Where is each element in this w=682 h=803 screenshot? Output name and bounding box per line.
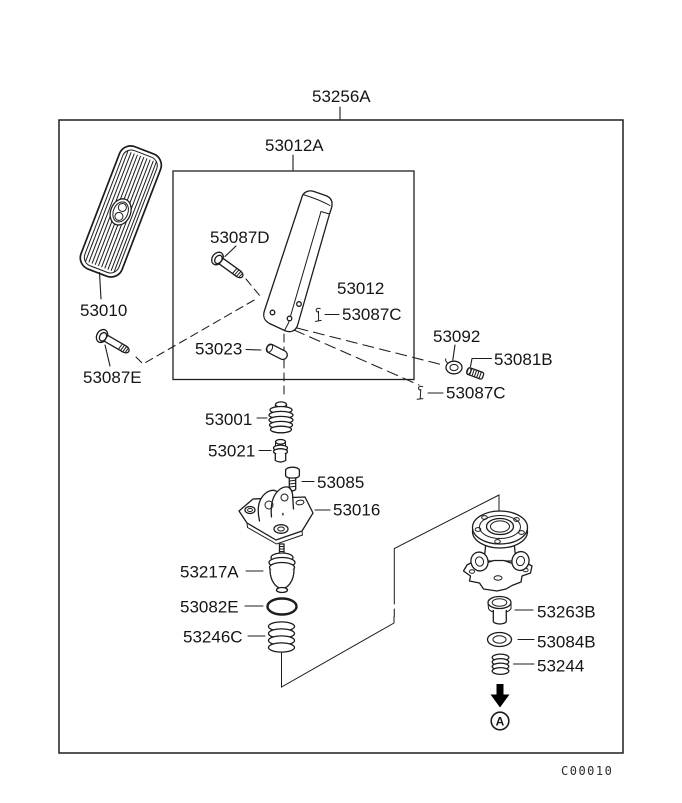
drawing-code: C00010 (561, 764, 613, 778)
valve-assembly-drawing (245, 543, 296, 594)
label-o-ring: 53082E (180, 598, 239, 617)
label-plunger: 53021 (208, 442, 255, 461)
large-spring-drawing (247, 621, 296, 653)
plunger-drawing (258, 438, 289, 463)
label-valve-assembly: 53217A (180, 563, 239, 582)
label-pedal-pad: 53010 (80, 301, 127, 320)
detail-marker-circle (490, 711, 510, 731)
pedal-clip-lower-drawing (416, 385, 444, 401)
bracket-drawing (238, 486, 331, 545)
washer-drawing (486, 631, 535, 648)
label-subassembly: 53012A (265, 136, 324, 155)
pedal-bolt-drawing (208, 245, 248, 283)
label-bracket: 53016 (333, 501, 380, 520)
label-tapping-screw: 53081B (494, 350, 553, 369)
outer-boundary-box (58, 119, 624, 754)
label-large-spring: 53246C (183, 628, 243, 647)
label-bolt: 53085 (317, 473, 364, 492)
pad-bolt-drawing (93, 326, 133, 367)
o-ring-drawing (244, 597, 298, 616)
bolt-drawing (284, 466, 315, 492)
pedal-clip-upper-drawing (315, 307, 340, 322)
label-pedal-arm: 53012 (337, 279, 384, 298)
label-small-spring: 53244 (537, 657, 584, 676)
down-arrow-icon (490, 684, 510, 708)
label-bushing: 53263B (537, 603, 596, 622)
tapping-screw-drawing (466, 357, 493, 380)
pedal-arm-drawing (263, 190, 333, 333)
label-pedal-clip-upper: 53087C (342, 305, 402, 324)
boot-drawing (256, 401, 294, 434)
detail-marker-letter: A (496, 715, 505, 729)
label-pad-bolt: 53087E (83, 368, 142, 387)
part-labels: 53256A 53012A 53087D 53012 53087C 53010 … (80, 87, 596, 676)
small-spring-drawing (491, 653, 535, 676)
hidden-attachment-lines (135, 278, 446, 400)
label-boot: 53001 (205, 410, 252, 429)
pedal-pad-drawing (79, 145, 163, 300)
throttle-body-drawing (462, 510, 533, 592)
bushing-drawing (487, 595, 534, 625)
label-assembly: 53256A (312, 87, 371, 106)
label-washer: 53084B (537, 633, 596, 652)
label-spring-pin: 53023 (195, 340, 242, 359)
grommet-drawing (445, 344, 463, 375)
label-grommet: 53092 (433, 327, 480, 346)
assembly-connector-lines (281, 106, 500, 688)
label-pedal-clip-lower: 53087C (446, 384, 506, 403)
spring-pin-drawing (245, 343, 288, 361)
label-pedal-bolt: 53087D (210, 228, 270, 247)
pedal-subassembly-box (172, 170, 415, 381)
